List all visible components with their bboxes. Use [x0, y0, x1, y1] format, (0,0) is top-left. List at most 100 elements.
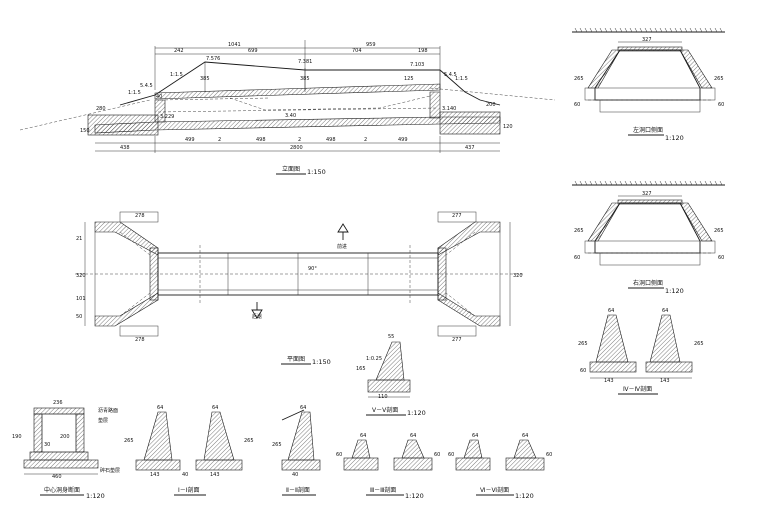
elevation-view: 1041 959 242 699 704 198 7.576 7.381 7.1… — [19, 40, 556, 176]
dim-bottom-left: 438 — [120, 145, 130, 151]
dim-seg4: 499 — [398, 137, 408, 143]
dim-right-apron: 200 — [486, 102, 496, 108]
right-portal-view: 327 265 265 60 60 右洞口侧面 1:120 — [572, 180, 725, 295]
section-i-view: 64 64 265 265 143 143 40 Ⅰ－Ⅰ剖面 — [124, 405, 254, 496]
section-ii-view: 64 265 40 Ⅱ－Ⅱ剖面 — [272, 405, 321, 496]
inv-left: 3.229 — [160, 114, 174, 120]
label-ws-right: 5.4.5 — [444, 72, 457, 78]
center-title: 中心洞身断面 — [44, 486, 80, 494]
center-h: 190 — [12, 434, 22, 440]
section-i-b-right: 143 — [210, 472, 220, 478]
left-portal-view: 327 265 265 60 60 左洞口侧面 1:120 — [572, 27, 725, 142]
section-i-b2: 40 — [182, 472, 188, 478]
left-portal-h1: 60 — [574, 102, 580, 108]
section-iv-foot: 60 — [580, 368, 586, 374]
section-iii-foot-right: 60 — [434, 452, 440, 458]
section-vi-top-right: 64 — [522, 433, 528, 439]
dim-h-mid: 385 — [300, 76, 310, 82]
left-portal-scale: 1:120 — [665, 134, 684, 142]
plan-scale: 1:150 — [312, 358, 331, 366]
dim-joint-2: 2 — [298, 137, 301, 143]
right-portal-h3: 265 — [714, 228, 724, 234]
left-portal-title: 左洞口侧面 — [633, 126, 663, 134]
section-ii-top: 64 — [300, 405, 306, 411]
section-vi-foot-left: 60 — [448, 452, 454, 458]
plan-dim-bottom-left: 278 — [135, 337, 145, 343]
plan-dim-side-c: 50 — [76, 314, 82, 320]
slope-2: 1:1.5 — [128, 90, 141, 96]
section-vi-view: 64 64 60 60 Ⅵ－Ⅵ剖面 1:120 — [448, 433, 552, 500]
right-portal-width: 327 — [642, 191, 652, 197]
dim-joint-1: 2 — [218, 137, 221, 143]
dim-seg3: 498 — [326, 137, 336, 143]
section-ii-title: Ⅱ－Ⅱ剖面 — [286, 486, 310, 494]
dim-bottom-right: 437 — [465, 145, 475, 151]
dim-w-40: 40 — [156, 94, 162, 100]
section-v-scale: 1:120 — [407, 409, 426, 417]
dim-d150: 150 — [80, 128, 90, 134]
inv-mid: 3.40 — [285, 113, 296, 119]
plan-arrow-up-label: 前进 — [337, 243, 347, 250]
left-portal-height: 265 — [574, 76, 584, 82]
dim-top-a: 242 — [174, 48, 184, 54]
section-v-h: 165 — [356, 366, 366, 372]
plan-angle: 90° — [308, 266, 317, 272]
plan-view: 278 277 278 277 320 320 21 101 50 90° 前进… — [75, 211, 525, 366]
section-iv-b-right: 143 — [660, 378, 670, 384]
section-iv-title: Ⅳ－Ⅳ剖面 — [623, 385, 652, 393]
plan-dim-top-left: 278 — [135, 213, 145, 219]
right-portal-h2: 60 — [718, 255, 724, 261]
elevation-title: 立面图 — [282, 165, 300, 173]
section-iv-h-right: 265 — [694, 341, 704, 347]
section-iv-h-left: 265 — [578, 341, 588, 347]
center-inner: 200 — [60, 434, 70, 440]
dim-top-c: 704 — [352, 48, 362, 54]
right-portal-h1: 60 — [574, 255, 580, 261]
center-wall: 30 — [44, 442, 50, 448]
left-portal-h2: 60 — [718, 102, 724, 108]
center-scale: 1:120 — [86, 492, 105, 500]
dim-left-apron: 280 — [96, 106, 106, 112]
dim-top-total-left: 1041 — [228, 42, 241, 48]
dim-seg2: 498 — [256, 137, 266, 143]
dim-h-left: 385 — [200, 76, 210, 82]
dim-bottom-total: 2800 — [290, 145, 303, 151]
section-iii-view: 64 64 60 60 Ⅲ－Ⅲ剖面 1:120 — [336, 433, 440, 500]
right-portal-scale: 1:120 — [665, 287, 684, 295]
label-ws-left: 5.4.5 — [140, 83, 153, 89]
slope-3: 1:1.5 — [455, 76, 468, 82]
section-v-title: Ⅴ－Ⅴ剖面 — [372, 406, 398, 414]
center-width: 460 — [52, 474, 62, 480]
dim-top-b: 699 — [248, 48, 258, 54]
plan-dim-side-b: 101 — [76, 296, 86, 302]
section-i-h-right: 265 — [244, 438, 254, 444]
center-top: 236 — [53, 400, 63, 406]
section-vi-title: Ⅵ－Ⅵ剖面 — [480, 486, 509, 494]
slope-1: 1:1.5 — [170, 72, 183, 78]
section-iii-foot-left: 60 — [336, 452, 342, 458]
plan-dim-side-a: 21 — [76, 236, 82, 242]
section-ii-b: 40 — [292, 472, 298, 478]
section-v-view: 55 165 110 1:0.25 Ⅴ－Ⅴ剖面 1:120 — [356, 334, 426, 417]
section-iv-top-right: 64 — [662, 308, 668, 314]
section-iii-title: Ⅲ－Ⅲ剖面 — [370, 486, 396, 494]
plan-dim-width: 320 — [76, 273, 86, 279]
inv-right: 3.140 — [442, 106, 456, 112]
section-iv-top-left: 64 — [608, 308, 614, 314]
dim-d120: 120 — [503, 124, 513, 130]
section-i-title: Ⅰ－Ⅰ剖面 — [178, 486, 200, 494]
dim-joint-3: 2 — [364, 137, 367, 143]
section-iv-view: 64 64 265 265 143 143 60 Ⅳ－Ⅳ剖面 — [578, 308, 704, 395]
plan-dim-width-right: 320 — [513, 273, 523, 279]
elev-mid: 7.381 — [298, 59, 312, 65]
dim-top-d: 198 — [418, 48, 428, 54]
section-vi-top-left: 64 — [472, 433, 478, 439]
plan-dim-bottom-right: 277 — [452, 337, 462, 343]
section-ii-h: 265 — [272, 442, 282, 448]
right-portal-title: 右洞口侧面 — [633, 279, 663, 287]
section-i-h-left: 265 — [124, 438, 134, 444]
section-iv-b-left: 143 — [604, 378, 614, 384]
section-iii-scale: 1:120 — [405, 492, 424, 500]
section-i-top-right: 64 — [212, 405, 218, 411]
